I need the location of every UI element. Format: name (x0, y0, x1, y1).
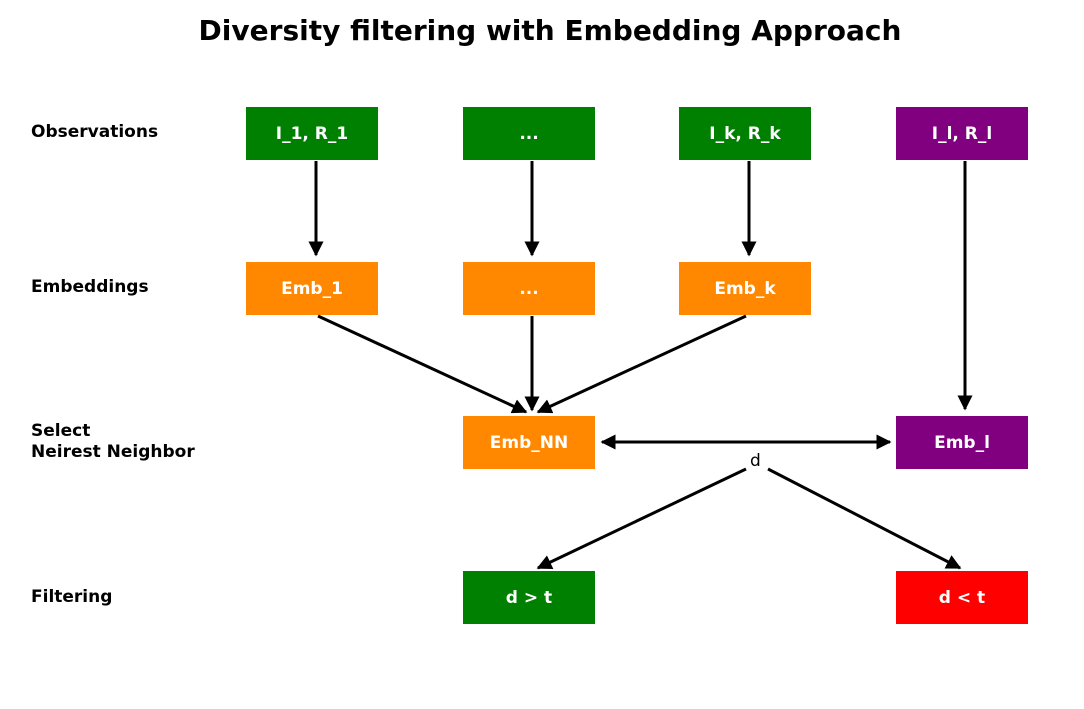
arrow-emb1-to-embnn (317, 314, 528, 414)
observation-node-ellipsis: ... (463, 107, 595, 160)
arrow-distance-to-greater (536, 467, 747, 570)
filter-node-less: d < t (896, 571, 1028, 624)
filter-node-greater: d > t (463, 571, 595, 624)
row-label-observations: Observations (31, 122, 159, 142)
row-label-embeddings: Embeddings (31, 277, 149, 297)
observation-node-1: I_1, R_1 (246, 107, 378, 160)
embedding-node-ellipsis: ... (463, 262, 595, 315)
embedding-nearest-neighbor-node: Emb_NN (463, 416, 595, 469)
observation-node-k: I_k, R_k (679, 107, 811, 160)
embedding-node-l: Emb_l (896, 416, 1028, 469)
row-label-filtering: Filtering (31, 587, 113, 607)
embedding-node-k: Emb_k (679, 262, 811, 315)
distance-label: d (750, 451, 761, 471)
arrow-distance-to-less (767, 467, 962, 570)
arrow-embk-to-embnn (536, 314, 747, 414)
row-label-select-neighbor: Select Neirest Neighbor (31, 421, 195, 462)
diagram-title: Diversity filtering with Embedding Appro… (198, 14, 902, 47)
embedding-node-1: Emb_1 (246, 262, 378, 315)
observation-node-l: I_l, R_l (896, 107, 1028, 160)
